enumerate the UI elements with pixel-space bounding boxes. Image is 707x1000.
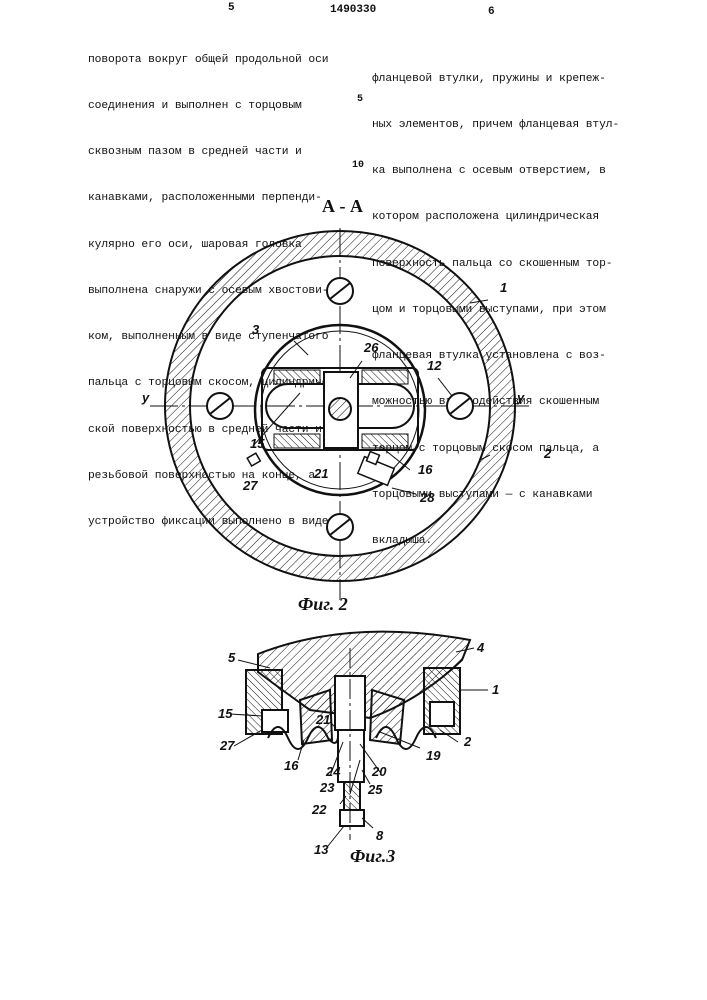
fig3-label-5: 5 (228, 650, 235, 665)
fig3-label-2: 2 (464, 734, 471, 749)
fig3-label-8: 8 (376, 828, 383, 843)
fig3-label-24: 24 (326, 764, 340, 779)
fig3-label-13: 15 (218, 706, 232, 721)
wedge-right (370, 690, 404, 744)
fig3-label-19: 20 (372, 764, 386, 779)
fig3-label-27: 27 (220, 738, 234, 753)
nut (340, 810, 364, 826)
fig3-label-20: 21 (316, 712, 330, 727)
fig3-label-16: 19 (426, 748, 440, 763)
fig3-label-23: 23 (320, 780, 334, 795)
flange-right (430, 702, 454, 726)
fig3-label-22: 22 (312, 802, 326, 817)
figure-3-caption: Фиг.3 (350, 846, 395, 867)
fig3-label-1: 1 (492, 682, 499, 697)
fig3-label-21: 13 (314, 842, 328, 857)
fig3-label-4: 4 (477, 640, 484, 655)
fig3-label-15: 16 (284, 758, 298, 773)
pin-lower (338, 730, 364, 782)
fig3-label-25: 25 (368, 782, 382, 797)
